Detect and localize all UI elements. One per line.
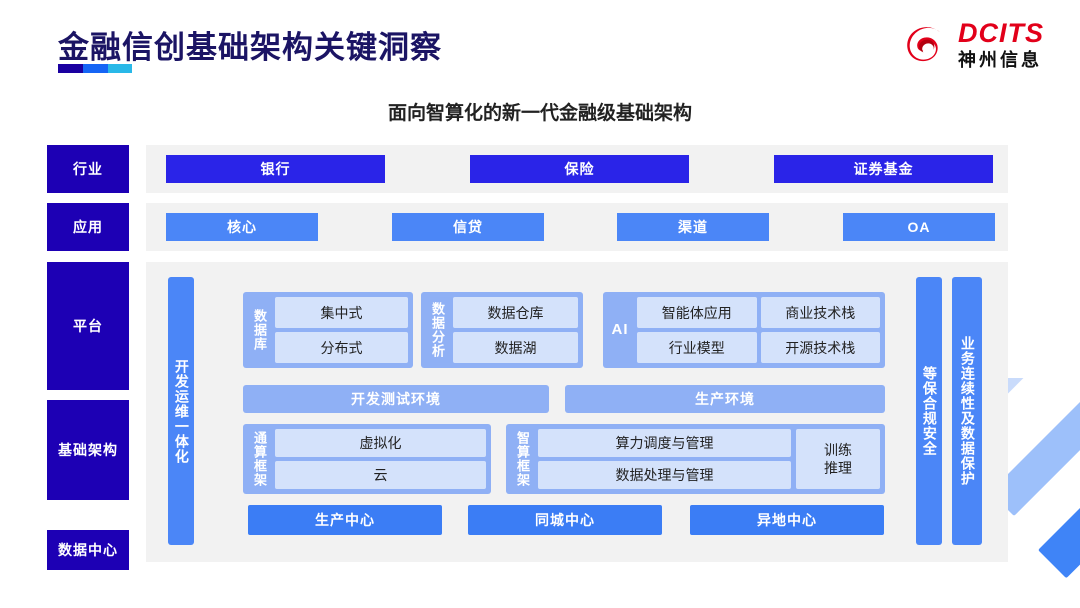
stage-label-platform: 平台 [47,262,129,390]
rule-segment-blue [83,64,108,73]
industry-chip-bank[interactable]: 银行 [166,155,385,183]
application-chip-credit[interactable]: 信贷 [392,213,544,241]
application-chip-channel[interactable]: 渠道 [617,213,769,241]
dcits-swirl-icon [907,26,940,61]
env-bar-dev-test[interactable]: 开发测试环境 [243,385,549,413]
logo-cn-text: 神州信息 [958,50,1042,70]
datacenter-production[interactable]: 生产中心 [248,505,442,535]
group-data-analysis[interactable]: 数据分析 数据仓库 数据湖 [421,292,583,368]
group-ai-label: AI [611,320,629,338]
logo-wordmark: DCITS 神州信息 [958,18,1044,70]
brand-logo: DCITS 神州信息 [904,20,1044,69]
train-label: 训练 [824,441,852,458]
logo-en-text: DCITS [958,18,1044,48]
stage-label-application: 应用 [47,203,129,251]
cell-centralized[interactable]: 集中式 [275,297,408,328]
group-database-label: 数据库 [252,309,268,351]
industry-chip-insurance[interactable]: 保险 [470,155,689,183]
group-general-compute-framework[interactable]: 通算框架 虚拟化 云 [243,424,491,494]
cell-cloud[interactable]: 云 [275,461,486,489]
cell-data-warehouse[interactable]: 数据仓库 [453,297,578,328]
sidebar-devops-integration[interactable]: 开发运维一体化 [168,277,194,545]
stage-label-infrastructure: 基础架构 [47,400,129,500]
inference-label: 推理 [824,460,852,476]
cell-agent-application[interactable]: 智能体应用 [637,297,757,328]
env-bar-production[interactable]: 生产环境 [565,385,885,413]
cell-train-inference[interactable]: 训练 推理 [796,429,880,489]
group-data-analysis-label: 数据分析 [430,302,446,358]
group-smart-compute-label: 智算框架 [515,431,531,487]
cell-distributed[interactable]: 分布式 [275,332,408,363]
rule-segment-cyan [107,64,132,73]
sidebar-business-continuity-data-protection[interactable]: 业务连续性及数据保护 [952,277,982,545]
cell-compute-scheduling[interactable]: 算力调度与管理 [538,429,791,457]
cell-open-source-tech-stack[interactable]: 开源技术栈 [760,332,880,363]
rule-segment-navy [58,64,84,73]
cell-industry-model[interactable]: 行业模型 [637,332,757,363]
application-chip-core[interactable]: 核心 [166,213,318,241]
cell-virtualization[interactable]: 虚拟化 [275,429,486,457]
datacenter-remote[interactable]: 异地中心 [690,505,884,535]
group-database[interactable]: 数据库 集中式 分布式 [243,292,413,368]
cell-data-processing[interactable]: 数据处理与管理 [538,461,791,489]
diagram-subtitle: 面向智算化的新一代金融级基础架构 [387,103,692,124]
cell-commercial-tech-stack[interactable]: 商业技术栈 [760,297,880,328]
page-title: 金融信创基础架构关键洞察 [58,30,442,65]
group-general-compute-label: 通算框架 [252,431,268,487]
datacenter-metro[interactable]: 同城中心 [468,505,662,535]
group-ai[interactable]: AI 智能体应用 商业技术栈 行业模型 开源技术栈 [603,292,885,368]
industry-chip-securities-fund[interactable]: 证券基金 [774,155,993,183]
cell-data-lake[interactable]: 数据湖 [453,332,578,363]
group-smart-compute-framework[interactable]: 智算框架 算力调度与管理 数据处理与管理 训练 推理 [506,424,885,494]
sidebar-compliance-security[interactable]: 等保合规安全 [916,277,942,545]
stage-label-datacenter: 数据中心 [47,530,129,570]
stage-label-industry: 行业 [47,145,129,193]
application-chip-oa[interactable]: OA [843,213,995,241]
title-underline-rule [58,64,132,73]
